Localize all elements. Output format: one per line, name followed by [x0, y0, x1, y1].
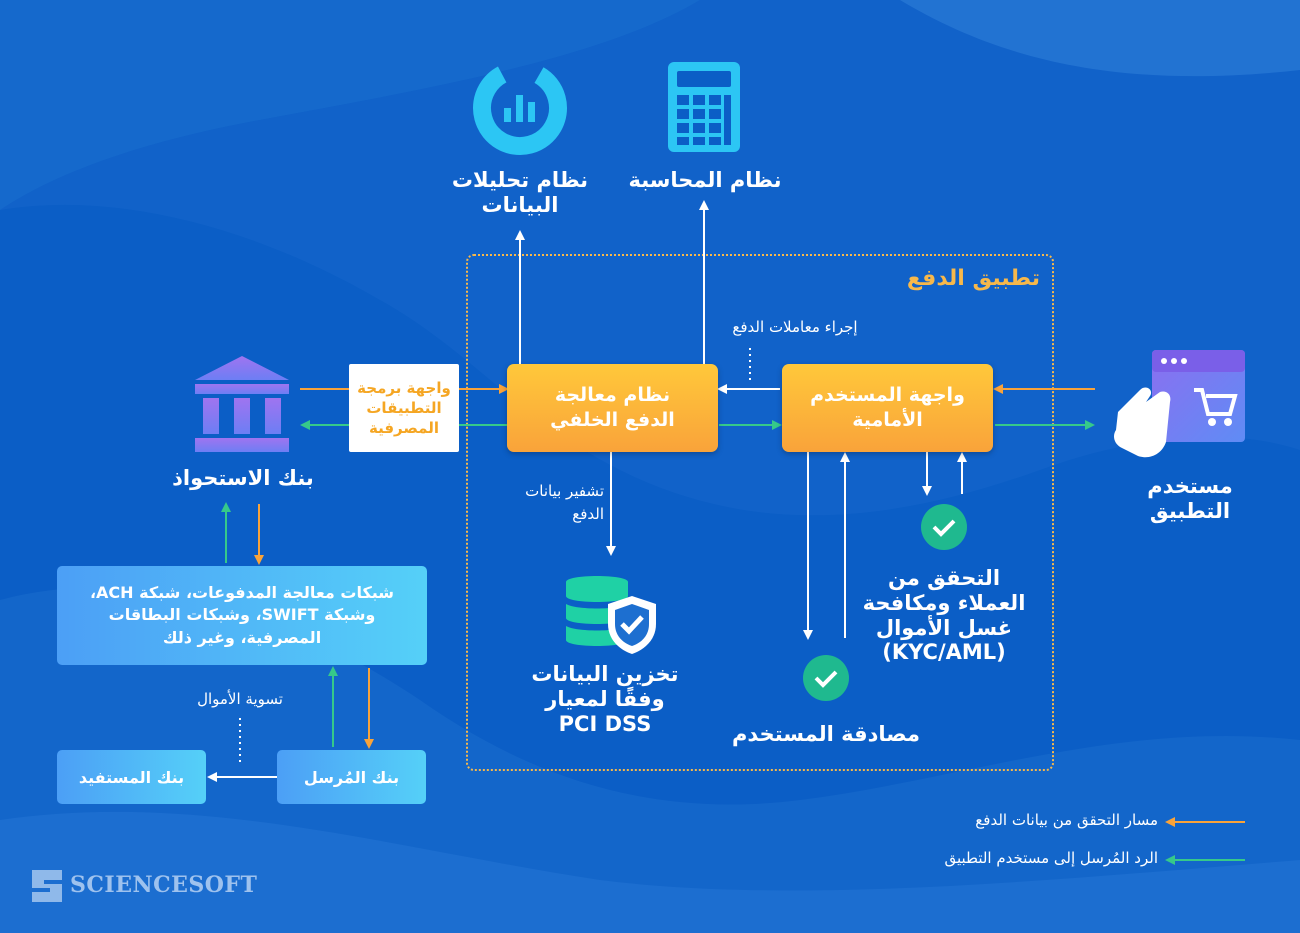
calculator-icon: [668, 62, 740, 152]
analytics-label: نظام تحليلات البيانات: [451, 168, 589, 217]
legend-green-label: الرد المُرسل إلى مستخدم التطبيق: [944, 849, 1158, 867]
accounting-label: نظام المحاسبة: [628, 168, 782, 192]
acquiring-bank-label: بنك الاستحواذ: [172, 466, 314, 490]
backend-label: نظام معالجة الدفع الخلفي: [550, 384, 675, 431]
payment-app-title: تطبيق الدفع: [906, 266, 1040, 291]
check-icon: [803, 655, 849, 701]
check-icon: [921, 504, 967, 550]
payment-app-frame: [466, 254, 1054, 771]
database-shield-icon: [566, 576, 656, 654]
networks-label: شبكات معالجة المدفوعات، شبكة ACH، وشبكة …: [89, 582, 395, 647]
bank-api-label: واجهة برمجة التطبيقات المصرفية: [357, 378, 451, 438]
settlement-label: تسوية الأموال: [197, 690, 283, 708]
beneficiary-bank-box: بنك المستفيد: [57, 750, 206, 804]
sender-bank-box: بنك المُرسل: [277, 750, 426, 804]
encrypt-label: تشفير بيانات الدفع: [525, 482, 604, 524]
process-transactions-label: إجراء معاملات الدفع: [732, 318, 858, 336]
storage-label: تخزين البيانات وفقًا لمعيار PCI DSS: [531, 662, 679, 736]
beneficiary-bank-label: بنك المستفيد: [78, 767, 185, 787]
networks-box: شبكات معالجة المدفوعات، شبكة ACH، وشبكة …: [57, 566, 427, 665]
auth-label: مصادقة المستخدم: [732, 722, 920, 746]
app-user-label: مستخدم التطبيق: [1147, 474, 1233, 523]
legend-orange-label: مسار التحقق من بيانات الدفع: [975, 811, 1158, 829]
bank-icon: [195, 356, 289, 452]
sciencesoft-logo-icon: [32, 870, 62, 902]
bank-api-box: واجهة برمجة التطبيقات المصرفية: [349, 364, 459, 452]
analytics-donut-icon: [473, 60, 567, 155]
frontend-box: واجهة المستخدم الأمامية: [782, 364, 993, 452]
legend-green-arrow: [1165, 855, 1245, 865]
logo-text: SCIENCESOFT: [70, 872, 258, 898]
frontend-label: واجهة المستخدم الأمامية: [810, 384, 965, 431]
backend-box: نظام معالجة الدفع الخلفي: [507, 364, 718, 452]
legend-orange-arrow: [1165, 817, 1245, 827]
shopping-touch-icon: [1114, 350, 1245, 458]
sender-bank-label: بنك المُرسل: [303, 767, 400, 787]
kyc-label: التحقق من العملاء ومكافحة غسل الأموال (K…: [862, 566, 1026, 665]
